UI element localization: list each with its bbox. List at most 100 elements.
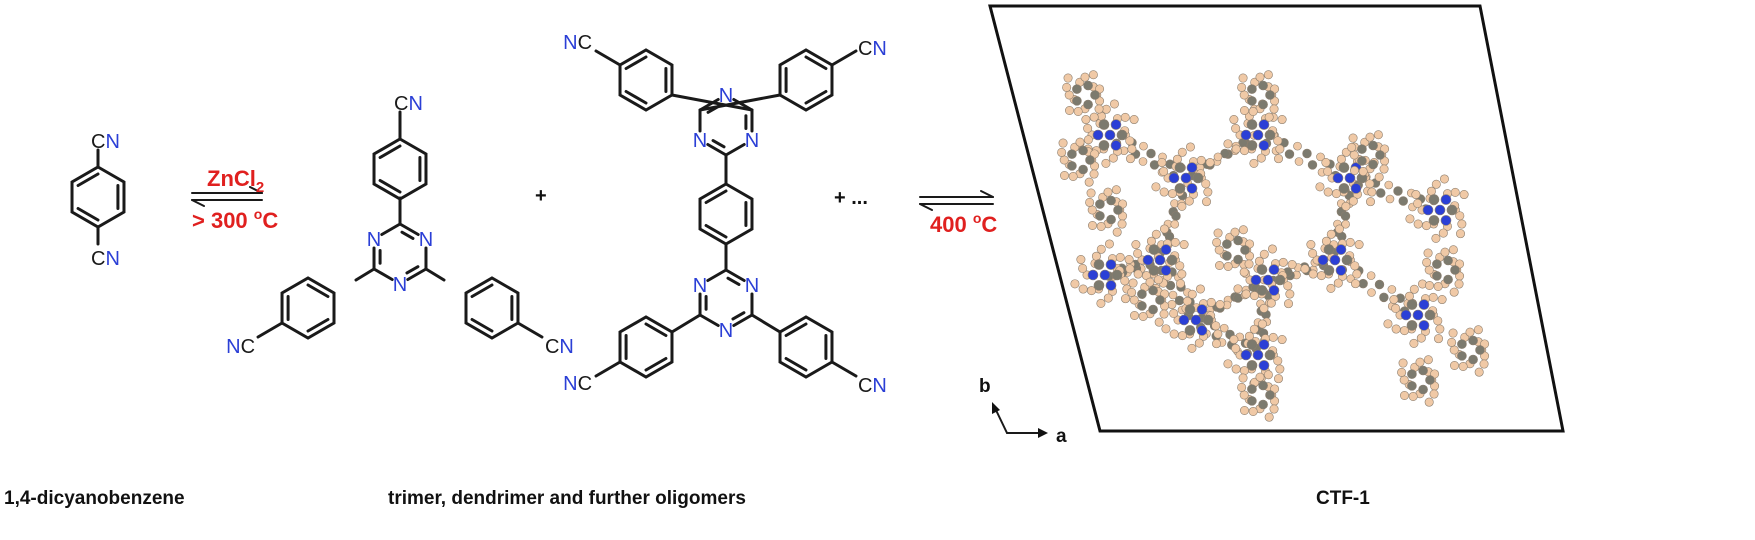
node-h (1438, 228, 1448, 238)
equilibrium-arrow-2 (919, 190, 994, 211)
terminal-c (1078, 164, 1088, 175)
node-c (1148, 265, 1160, 276)
node-h (1275, 144, 1285, 154)
node-h (1109, 99, 1119, 109)
node-h (1434, 334, 1444, 344)
equilibrium-arrow-1 (191, 186, 263, 207)
node-n (1422, 204, 1434, 216)
node-n (1268, 264, 1280, 275)
terminal-h (1269, 404, 1279, 414)
unit-cell-frame (988, 4, 1565, 433)
node-h (1350, 261, 1360, 271)
node-h (1223, 359, 1233, 369)
node-n (1268, 285, 1280, 296)
dendrimer-arene-upper-left (618, 48, 674, 112)
trimer-arene-left (280, 276, 336, 340)
node-n (1160, 265, 1172, 276)
terminal-c (1247, 96, 1257, 106)
node-h (1283, 281, 1293, 291)
linker-c (1358, 278, 1368, 289)
node-centre (1434, 204, 1446, 216)
linker-h (1384, 180, 1394, 190)
node-h (1151, 182, 1161, 192)
terminal-c (1095, 211, 1105, 221)
node-h (1177, 147, 1187, 157)
terminal-c (1106, 214, 1116, 225)
node-h (1223, 139, 1233, 149)
node-h (1274, 154, 1284, 164)
node-n (1105, 280, 1117, 291)
linker-c (1393, 186, 1403, 196)
node-h (1167, 300, 1177, 310)
terminal-h (1214, 245, 1224, 255)
terminal-h (1400, 390, 1410, 400)
node-c (1446, 204, 1458, 216)
terminal-h (1424, 397, 1434, 407)
node-h (1175, 261, 1185, 271)
terminal-h (1068, 171, 1078, 181)
node-h (1333, 278, 1343, 288)
node-h (1439, 174, 1449, 184)
ctf-crystal-structure (1057, 70, 1490, 422)
node-h (1433, 316, 1443, 326)
node-h (1124, 255, 1134, 265)
node-h (1083, 123, 1093, 133)
triazine-nitrogen: N (367, 229, 381, 251)
terminal-h (1154, 317, 1164, 327)
terminal-h (1145, 277, 1155, 287)
node-h (1285, 289, 1295, 299)
terminal-c (1233, 235, 1243, 246)
terminal-h (1239, 267, 1249, 277)
terminal-c (1368, 159, 1378, 170)
linker-h (1213, 152, 1223, 162)
node-n (1335, 244, 1347, 255)
node-h (1133, 248, 1143, 258)
node-c (1341, 254, 1353, 266)
terminal-c (1072, 96, 1082, 106)
node-c (1338, 183, 1350, 194)
node-h (1184, 196, 1194, 206)
terminal-h (1238, 373, 1248, 383)
trimer-nitrile-left: NC (226, 336, 255, 358)
node-n (1440, 194, 1452, 205)
terminal-h (1112, 227, 1122, 237)
node-h (1195, 284, 1205, 294)
linker-c (1374, 279, 1385, 290)
linker-h (1170, 219, 1180, 229)
terminal-h (1215, 260, 1225, 270)
terminal-h (1248, 406, 1258, 416)
node-h (1409, 338, 1419, 348)
node-h (1125, 136, 1135, 146)
node-c (1192, 172, 1204, 184)
node-n (1418, 299, 1430, 310)
terminal-h (1397, 367, 1407, 377)
node-c (1246, 360, 1258, 371)
terminal-h (1425, 280, 1435, 290)
terminal-h (1255, 372, 1265, 382)
terminal-c (1222, 251, 1232, 261)
terminal-c (1468, 335, 1478, 346)
terminal-c (1425, 375, 1435, 385)
node-n (1317, 254, 1329, 266)
terminal-c (1090, 90, 1100, 100)
terminal-h (1103, 187, 1113, 197)
terminal-h (1237, 82, 1247, 92)
node-n (1332, 172, 1344, 184)
node-h (1275, 364, 1285, 374)
node-h (1121, 294, 1131, 304)
node-h (1201, 179, 1211, 189)
trimer-arene-top (372, 137, 428, 201)
node-h (1321, 158, 1331, 168)
node-n (1186, 162, 1198, 173)
node-h (1456, 229, 1466, 239)
node-h (1428, 292, 1438, 302)
terminal-h (1212, 237, 1222, 247)
node-h (1273, 136, 1283, 146)
terminal-c (1155, 295, 1165, 305)
node-h (1177, 201, 1187, 211)
terminal-h (1264, 112, 1274, 122)
node-h (1278, 257, 1288, 267)
node-h (1383, 319, 1393, 329)
node-h (1169, 329, 1179, 339)
